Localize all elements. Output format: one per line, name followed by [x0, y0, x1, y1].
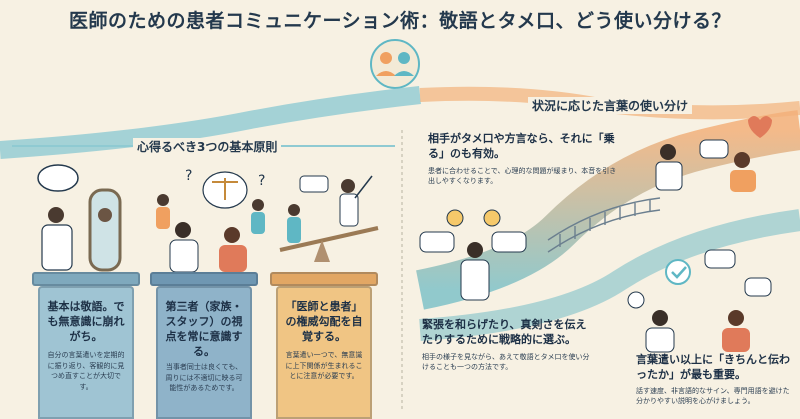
pillar-2-heading: 第三者（家族・スタッフ）の視点を常に意識する。: [165, 300, 243, 358]
right-block-2-body: 相手の様子を見ながら、あえて敬語とタメ口を使い分けることも一つの方法です。: [422, 352, 590, 372]
page-title: 医師のための患者コミュニケーション術：敬語とタメ口、どう使い分ける？: [68, 10, 732, 32]
right-bottom-explanation-scene: [627, 249, 772, 353]
pillar-1-cap: [32, 272, 140, 286]
right-middle-doctor-scene: [419, 209, 527, 301]
svg-text:?: ?: [185, 168, 192, 184]
pillar-2: 第三者（家族・スタッフ）の視点を常に意識する。 当事者同士は良くても、周りには不…: [156, 286, 252, 419]
right-block-3-heading: 言葉遣い以上に「きちんと伝わったか」が最も重要。: [636, 353, 790, 381]
pillar-3-cap: [270, 272, 378, 286]
pillar-3-body: 言葉遣い一つで、無意識に上下関係が生まれることに注意が必要です。: [285, 351, 363, 380]
right-block-2: 緊張を和らげたり、真剣さを伝えたりするために戦略的に選ぶ。 相手の様子を見ながら…: [422, 318, 592, 373]
sound-wave-graphic: [108, 36, 592, 94]
right-top-conversation-scene: [655, 116, 772, 192]
right-section-label: 状況に応じた言葉の使い分け: [528, 97, 693, 114]
right-block-3: 言葉遣い以上に「きちんと伝わったか」が最も重要。 話す速度、非言語的なサイン、専…: [636, 353, 796, 407]
right-block-2-heading: 緊張を和らげたり、真剣さを伝えたりするために戦略的に選ぶ。: [422, 318, 587, 346]
pillar-1: 基本は敬語。でも無意識に崩れがち。 自分の言葉遣いを定期的に振り返り、客観的に見…: [38, 286, 134, 419]
pillar-1-heading: 基本は敬語。でも無意識に崩れがち。: [47, 300, 125, 343]
right-block-1-body: 患者に合わせることで、心理的な問題が緩まり、本音を引き出しやすくなります。: [428, 166, 617, 186]
seesaw-scene: [279, 175, 379, 262]
pillar-2-body: 当事者同士は良くても、周りには不適切に映る可能性があるためです。: [165, 363, 243, 392]
right-block-1: 相手がタメ口や方言なら、それに「乗る」のも有効。 患者に合わせることで、心理的な…: [428, 132, 618, 187]
communication-icon: [370, 39, 420, 89]
right-block-3-body: 話す速度、非言語的なサイン、専門用語を避けた分かりやすい説明を心がけましょう。: [636, 386, 790, 406]
right-block-1-heading: 相手がタメ口や方言なら、それに「乗る」のも有効。: [428, 132, 615, 160]
pillar-2-cap: [150, 272, 258, 286]
left-section-label: 心得るべき3つの基本原則: [133, 138, 282, 155]
svg-text:?: ?: [258, 173, 265, 189]
balance-scale-scene: ? ?: [156, 168, 265, 273]
bridge-illustration: [547, 197, 661, 253]
pillar-1-body: 自分の言葉遣いを定期的に振り返り、客観的に見つめ直すことが大切です。: [47, 351, 125, 391]
pillar-3: 「医師と患者」の権威勾配を自覚する。 言葉遣い一つで、無意識に上下関係が生まれる…: [276, 286, 372, 419]
mirror-scene: [37, 164, 122, 272]
pillar-3-heading: 「医師と患者」の権威勾配を自覚する。: [285, 300, 363, 343]
